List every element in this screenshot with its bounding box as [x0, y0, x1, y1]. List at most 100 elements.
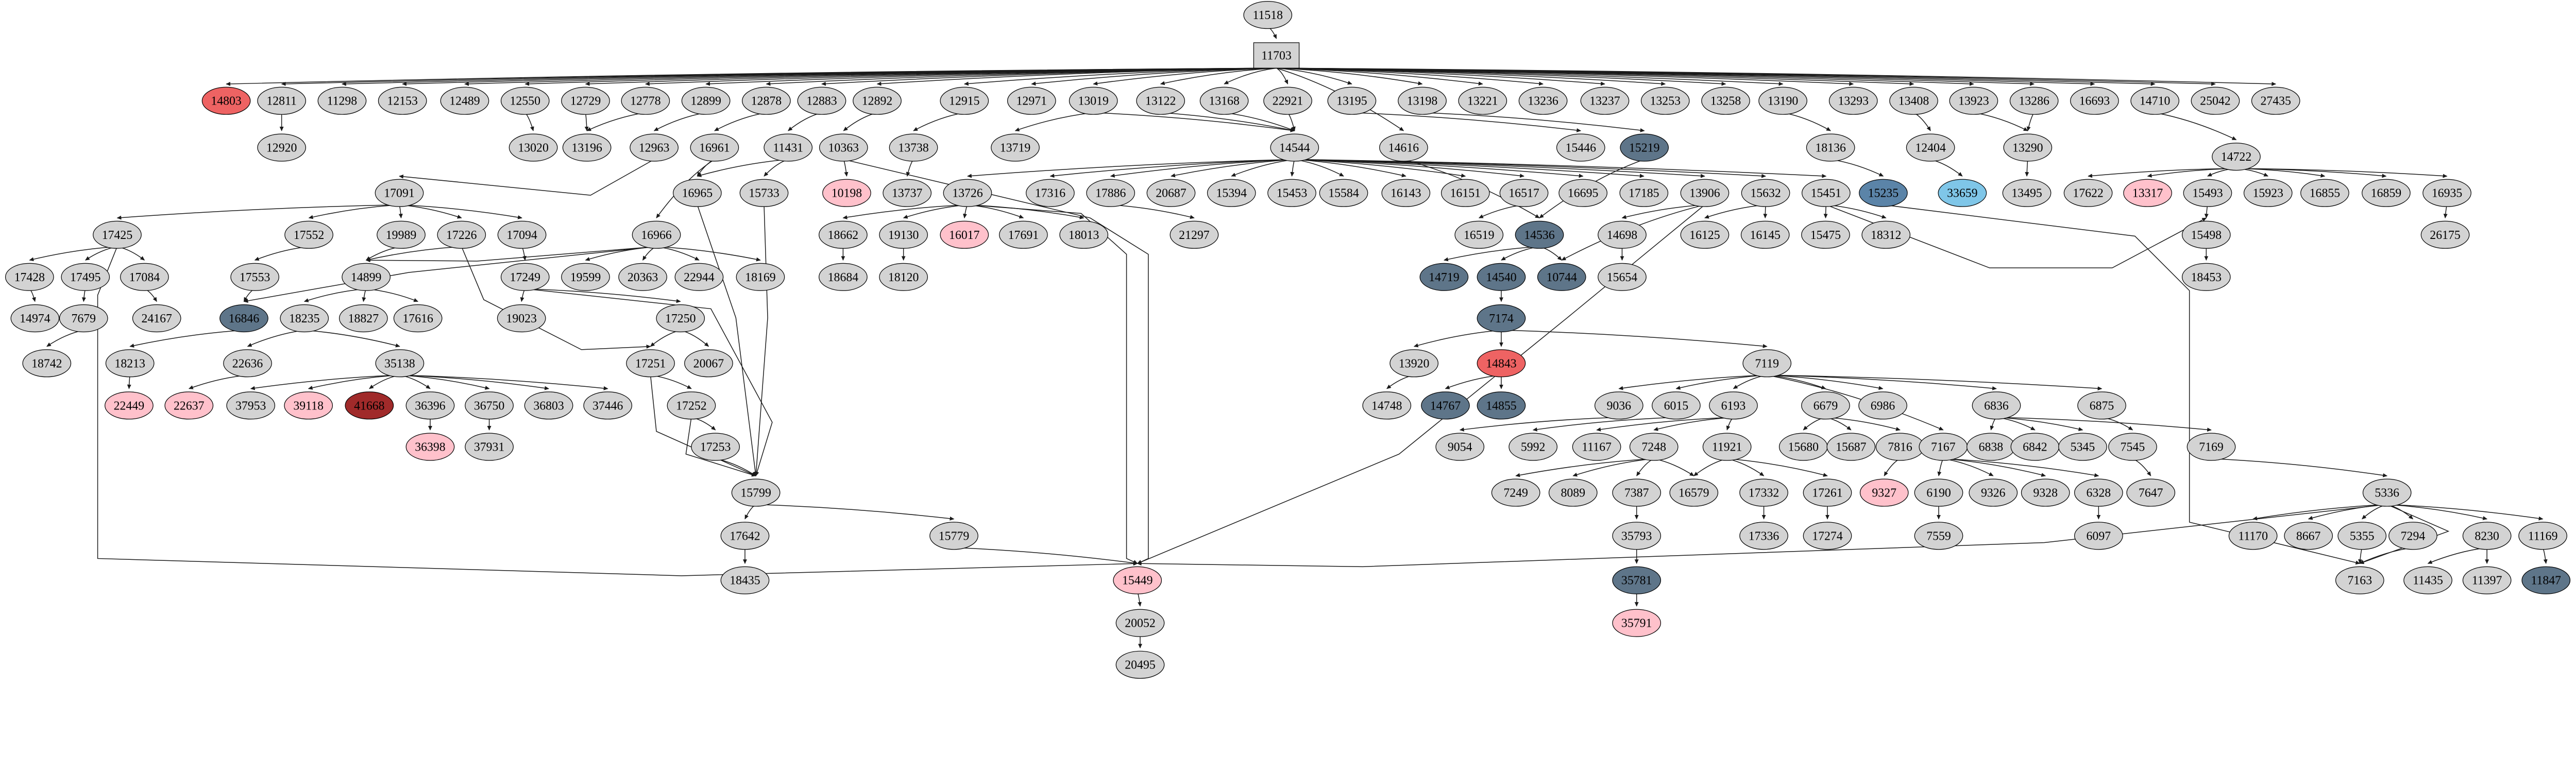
graph-node-9036[interactable]: 9036: [1594, 391, 1643, 420]
node-ellipse-shape[interactable]: [10, 304, 60, 333]
graph-node-17091[interactable]: 17091: [375, 179, 424, 207]
graph-node-15654[interactable]: 15654: [1598, 263, 1647, 291]
graph-node-13293[interactable]: 13293: [1828, 87, 1878, 115]
graph-node-13906[interactable]: 13906: [1680, 179, 1730, 207]
graph-node-17084[interactable]: 17084: [120, 263, 169, 291]
graph-node-36398[interactable]: 36398: [405, 433, 455, 461]
graph-node-18742[interactable]: 18742: [22, 349, 72, 378]
graph-node-6193[interactable]: 6193: [1709, 391, 1758, 420]
node-ellipse-shape[interactable]: [2002, 179, 2052, 207]
graph-node-15219[interactable]: 15219: [1620, 133, 1669, 162]
node-ellipse-shape[interactable]: [691, 433, 740, 461]
node-ellipse-shape[interactable]: [1914, 478, 1963, 507]
node-ellipse-shape[interactable]: [440, 87, 489, 115]
graph-node-18827[interactable]: 18827: [339, 304, 388, 333]
graph-node-7387[interactable]: 7387: [1612, 478, 1662, 507]
node-ellipse-shape[interactable]: [2181, 263, 2231, 291]
node-ellipse-shape[interactable]: [2284, 522, 2333, 550]
graph-node-5355[interactable]: 5355: [2337, 522, 2387, 550]
graph-node-17332[interactable]: 17332: [1739, 478, 1788, 507]
node-ellipse-shape[interactable]: [1758, 87, 1807, 115]
node-ellipse-shape[interactable]: [1558, 179, 1607, 207]
graph-node-12811[interactable]: 12811: [257, 87, 307, 115]
node-ellipse-shape[interactable]: [1619, 179, 1669, 207]
node-ellipse-shape[interactable]: [940, 87, 989, 115]
node-ellipse-shape[interactable]: [1026, 179, 1075, 207]
graph-node-22921[interactable]: 22921: [1263, 87, 1312, 115]
node-ellipse-shape[interactable]: [105, 391, 154, 420]
graph-node-39118[interactable]: 39118: [284, 391, 333, 420]
graph-node-9326[interactable]: 9326: [1969, 478, 2018, 507]
graph-node-12550[interactable]: 12550: [500, 87, 550, 115]
graph-node-37446[interactable]: 37446: [583, 391, 633, 420]
graph-node-13317[interactable]: 13317: [2123, 179, 2172, 207]
graph-node-14767[interactable]: 14767: [1421, 391, 1470, 420]
node-ellipse-shape[interactable]: [1086, 179, 1136, 207]
node-ellipse-shape[interactable]: [1548, 478, 1598, 507]
node-ellipse-shape[interactable]: [1612, 478, 1662, 507]
graph-node-37953[interactable]: 37953: [226, 391, 276, 420]
graph-node-36803[interactable]: 36803: [524, 391, 573, 420]
node-ellipse-shape[interactable]: [630, 133, 679, 162]
node-ellipse-shape[interactable]: [1267, 179, 1316, 207]
graph-node-36396[interactable]: 36396: [405, 391, 455, 420]
graph-node-17185[interactable]: 17185: [1619, 179, 1669, 207]
node-ellipse-shape[interactable]: [667, 391, 716, 420]
graph-node-16519[interactable]: 16519: [1454, 220, 1504, 249]
node-ellipse-shape[interactable]: [822, 179, 871, 207]
graph-node-16151[interactable]: 16151: [1440, 179, 1490, 207]
node-ellipse-shape[interactable]: [1640, 87, 1690, 115]
graph-node-15584[interactable]: 15584: [1319, 179, 1368, 207]
graph-node-17425[interactable]: 17425: [93, 220, 142, 249]
graph-node-27435[interactable]: 27435: [2251, 87, 2300, 115]
node-ellipse-shape[interactable]: [284, 391, 333, 420]
graph-node-11170[interactable]: 11170: [2228, 522, 2278, 550]
node-ellipse-shape[interactable]: [1199, 87, 1249, 115]
node-ellipse-shape[interactable]: [940, 220, 989, 249]
node-ellipse-shape[interactable]: [2300, 179, 2349, 207]
node-ellipse-shape[interactable]: [819, 263, 868, 291]
node-ellipse-shape[interactable]: [1146, 179, 1196, 207]
node-ellipse-shape[interactable]: [1059, 220, 1109, 249]
node-ellipse-shape[interactable]: [405, 433, 455, 461]
node-ellipse-shape[interactable]: [943, 179, 992, 207]
graph-node-11397[interactable]: 11397: [2462, 566, 2512, 594]
graph-node-11431[interactable]: 11431: [764, 133, 813, 162]
graph-node-11167[interactable]: 11167: [1572, 433, 1621, 461]
node-box-shape[interactable]: [1253, 42, 1300, 68]
graph-node-15733[interactable]: 15733: [739, 179, 789, 207]
node-ellipse-shape[interactable]: [674, 263, 724, 291]
graph-node-6838[interactable]: 6838: [1967, 433, 2015, 461]
graph-node-14899[interactable]: 14899: [342, 263, 391, 291]
graph-node-6986[interactable]: 6986: [1858, 391, 1907, 420]
node-ellipse-shape[interactable]: [1170, 220, 1219, 249]
graph-node-14855[interactable]: 14855: [1477, 391, 1526, 420]
node-ellipse-shape[interactable]: [1969, 478, 2018, 507]
node-ellipse-shape[interactable]: [1537, 263, 1586, 291]
node-ellipse-shape[interactable]: [2126, 478, 2176, 507]
graph-node-18169[interactable]: 18169: [736, 263, 785, 291]
node-ellipse-shape[interactable]: [1362, 391, 1412, 420]
node-ellipse-shape[interactable]: [1598, 220, 1647, 249]
graph-node-25042[interactable]: 25042: [2191, 87, 2240, 115]
graph-node-13122[interactable]: 13122: [1136, 87, 1185, 115]
graph-node-16965[interactable]: 16965: [673, 179, 722, 207]
node-ellipse-shape[interactable]: [59, 304, 108, 333]
node-ellipse-shape[interactable]: [257, 133, 307, 162]
node-ellipse-shape[interactable]: [2518, 522, 2567, 550]
node-ellipse-shape[interactable]: [1801, 391, 1850, 420]
graph-node-13719[interactable]: 13719: [991, 133, 1040, 162]
graph-node-9328[interactable]: 9328: [2021, 478, 2070, 507]
graph-node-20495[interactable]: 20495: [1115, 650, 1165, 679]
graph-node-13253[interactable]: 13253: [1640, 87, 1690, 115]
graph-node-15446[interactable]: 15446: [1556, 133, 1605, 162]
graph-node-21297[interactable]: 21297: [1170, 220, 1219, 249]
node-ellipse-shape[interactable]: [1327, 87, 1377, 115]
graph-node-16859[interactable]: 16859: [2362, 179, 2411, 207]
node-ellipse-shape[interactable]: [2187, 433, 2236, 461]
graph-node-22944[interactable]: 22944: [674, 263, 724, 291]
node-ellipse-shape[interactable]: [1680, 179, 1730, 207]
graph-node-16966[interactable]: 16966: [632, 220, 681, 249]
graph-node-13020[interactable]: 13020: [509, 133, 558, 162]
graph-node-19599[interactable]: 19599: [561, 263, 610, 291]
